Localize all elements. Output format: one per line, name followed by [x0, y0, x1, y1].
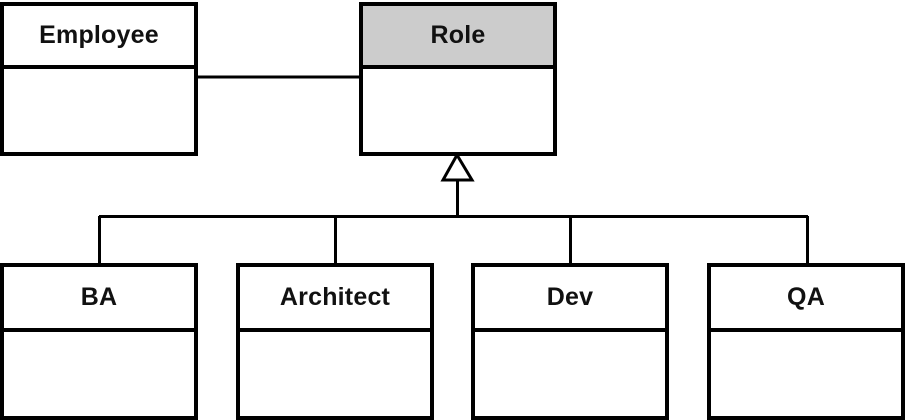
- class-name-compartment-architect: Architect: [240, 267, 430, 332]
- class-box-architect[interactable]: Architect: [236, 263, 434, 420]
- class-attributes-compartment-ba: [4, 332, 194, 416]
- class-name-compartment-role: Role: [363, 6, 553, 69]
- class-box-role[interactable]: Role: [359, 2, 557, 156]
- class-attributes-compartment-employee: [4, 69, 194, 152]
- class-name-compartment-qa: QA: [711, 267, 901, 332]
- class-attributes-compartment-dev: [475, 332, 665, 416]
- class-box-dev[interactable]: Dev: [471, 263, 669, 420]
- class-attributes-compartment-qa: [711, 332, 901, 416]
- class-box-employee[interactable]: Employee: [0, 2, 198, 156]
- class-attributes-compartment-architect: [240, 332, 430, 416]
- class-name-label-ba: BA: [80, 283, 118, 311]
- class-name-label-role: Role: [430, 21, 486, 49]
- class-name-label-employee: Employee: [39, 21, 159, 49]
- class-name-compartment-employee: Employee: [4, 6, 194, 69]
- class-name-compartment-dev: Dev: [475, 267, 665, 332]
- class-attributes-compartment-role: [363, 69, 553, 152]
- class-name-label-dev: Dev: [546, 283, 594, 311]
- class-box-ba[interactable]: BA: [0, 263, 198, 420]
- class-box-qa[interactable]: QA: [707, 263, 905, 420]
- class-name-label-architect: Architect: [279, 283, 391, 311]
- class-name-compartment-ba: BA: [4, 267, 194, 332]
- generalization-arrowhead-icon: [440, 152, 475, 182]
- class-name-label-qa: QA: [787, 283, 825, 311]
